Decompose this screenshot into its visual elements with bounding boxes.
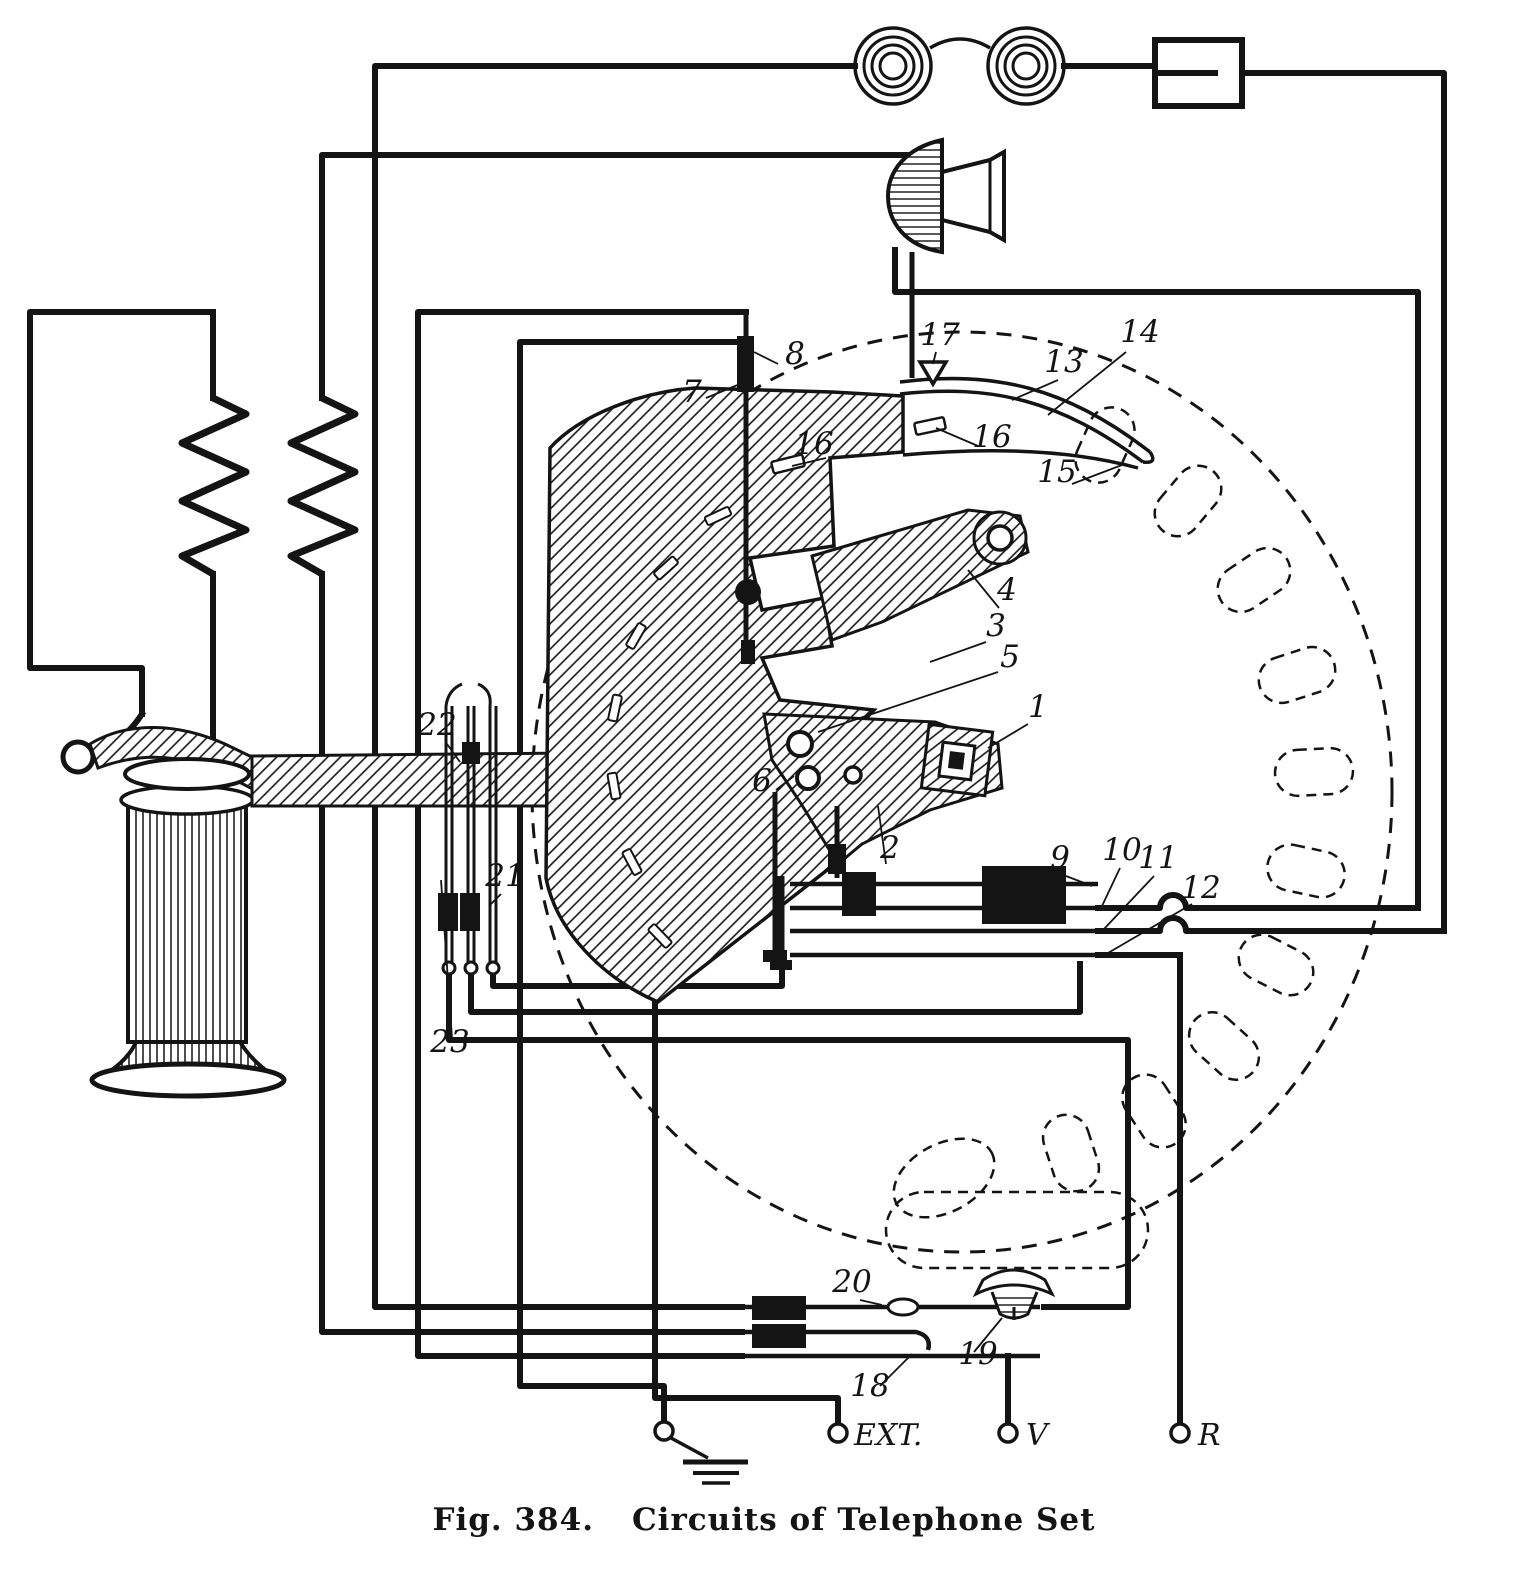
- hook-contact-springs: [770, 866, 1098, 970]
- contact-16-left: [770, 453, 806, 475]
- wire-segment: [446, 971, 1131, 1310]
- label-leaders: [440, 351, 1193, 1387]
- hook-lever-mechanism: [250, 312, 1030, 1005]
- cord-tip: [485, 960, 501, 976]
- part-label-12: 12: [1181, 870, 1220, 906]
- finger-15: [902, 449, 1139, 470]
- part-label-3: 3: [986, 608, 1006, 644]
- resistor-zigzag-right: [287, 394, 359, 578]
- cord-band-21: [460, 893, 480, 931]
- part-label-20: 20: [831, 1264, 871, 1300]
- receiver-icon: [885, 137, 1006, 255]
- wire-segment: [892, 247, 1421, 911]
- contact-disc: [886, 1297, 920, 1317]
- transmitter-icon: [972, 1268, 1056, 1320]
- part-label-4: 4: [996, 572, 1017, 608]
- terminal-label-v: V: [1026, 1418, 1051, 1453]
- wire-segment: [27, 309, 216, 717]
- part-label-22: 22: [416, 707, 456, 743]
- wire-segment: [1239, 70, 1447, 934]
- part-label-5: 5: [1000, 639, 1020, 675]
- wire-segment: [319, 571, 745, 1335]
- part-label-18: 18: [850, 1368, 889, 1404]
- spring-insulator-block: [752, 1296, 806, 1320]
- part-label-16-left: 16: [794, 426, 833, 462]
- spring-18: [742, 1329, 931, 1351]
- induction-coil-windings: [178, 394, 359, 578]
- receiver-rim: [89, 1061, 287, 1099]
- figure-caption: Fig. 384. Circuits of Telephone Set: [432, 1502, 1095, 1538]
- roller: [843, 765, 863, 785]
- part-label-1: 1: [1028, 689, 1048, 725]
- wire-segment: [319, 152, 919, 401]
- ground-icon: [670, 1436, 748, 1485]
- terminal-ground: [653, 1420, 675, 1442]
- ringer-armature-icon: [1152, 37, 1245, 109]
- finger-14: [899, 389, 1145, 464]
- clapper-arc: [929, 37, 991, 50]
- cord-terminals: [438, 682, 501, 976]
- part-label-2: 2: [879, 830, 900, 866]
- contact-block: [919, 722, 995, 798]
- part-label-7: 7: [682, 374, 702, 410]
- terminal-label-ext: EXT.: [853, 1418, 922, 1453]
- dial-contact-fingers: [770, 360, 1155, 475]
- part-label-15: 15: [1037, 454, 1076, 490]
- wire-segment: [372, 63, 858, 1310]
- terminal-v: [997, 1422, 1019, 1444]
- part-label-13: 13: [1044, 344, 1083, 380]
- cord-band-21: [438, 893, 458, 931]
- insulator-2: [828, 844, 846, 874]
- part-label-11: 11: [1138, 840, 1177, 876]
- terminal-ext: [827, 1422, 849, 1444]
- caption-fig-number: Fig. 384.: [432, 1502, 594, 1538]
- part-label-6: 6: [752, 763, 772, 799]
- terminal-label-r: R: [1197, 1418, 1221, 1453]
- contact-16-right: [913, 416, 947, 436]
- terminals: EXT. V R: [653, 1418, 1221, 1485]
- gong-slot-outlines: [1041, 406, 1355, 1193]
- transmitter-springs: [742, 1296, 1040, 1359]
- terminal-r: [1169, 1422, 1191, 1444]
- screw-slots: [606, 506, 733, 949]
- spring-insulator-block: [842, 872, 876, 916]
- cord-tip: [463, 960, 479, 976]
- housing-dashed-outline: [530, 330, 1394, 1270]
- part-label-10: 10: [1102, 832, 1141, 868]
- part-labels: 17 13 14 16 16 15 8 7 4 3 5 1 22 6 2 9 1…: [416, 314, 1220, 1404]
- caption-title: Circuits of Telephone Set: [632, 1502, 1095, 1538]
- receiver-body: [126, 798, 248, 1044]
- cord-tip: [441, 960, 457, 976]
- wire-segment: [1095, 915, 1447, 934]
- wiring: [27, 63, 1447, 1427]
- resistor-zigzag-left: [178, 394, 250, 578]
- wire-segment: [1095, 892, 1421, 911]
- cord-band-22: [462, 742, 480, 764]
- receiver-horn: [940, 148, 1006, 244]
- roller: [795, 765, 821, 791]
- ringer-bells-icon: [853, 26, 1066, 106]
- wire-segment: [210, 571, 256, 772]
- roller: [786, 730, 814, 758]
- armature-pivot-hole: [986, 524, 1014, 552]
- part-label-17: 17: [920, 317, 960, 353]
- part-label-8: 8: [785, 336, 805, 372]
- spring-insulator-block: [982, 866, 1066, 924]
- hook-ring: [60, 739, 96, 775]
- handset-dashed-outline: [884, 1137, 1150, 1270]
- part-label-19: 19: [958, 1336, 997, 1372]
- part-label-16-right: 16: [972, 419, 1011, 455]
- spring-insulator-block: [752, 1324, 806, 1348]
- part-label-14: 14: [1120, 314, 1159, 350]
- part-label-9: 9: [1050, 840, 1070, 876]
- wire-segment: [468, 961, 1083, 1015]
- wire-segment: [415, 309, 749, 1359]
- wire-segment: [652, 999, 841, 1425]
- part-label-23: 23: [429, 1024, 469, 1060]
- switch-hook-handset: [60, 725, 287, 1099]
- part-label-21: 21: [484, 858, 524, 894]
- insulator-8: [737, 336, 754, 392]
